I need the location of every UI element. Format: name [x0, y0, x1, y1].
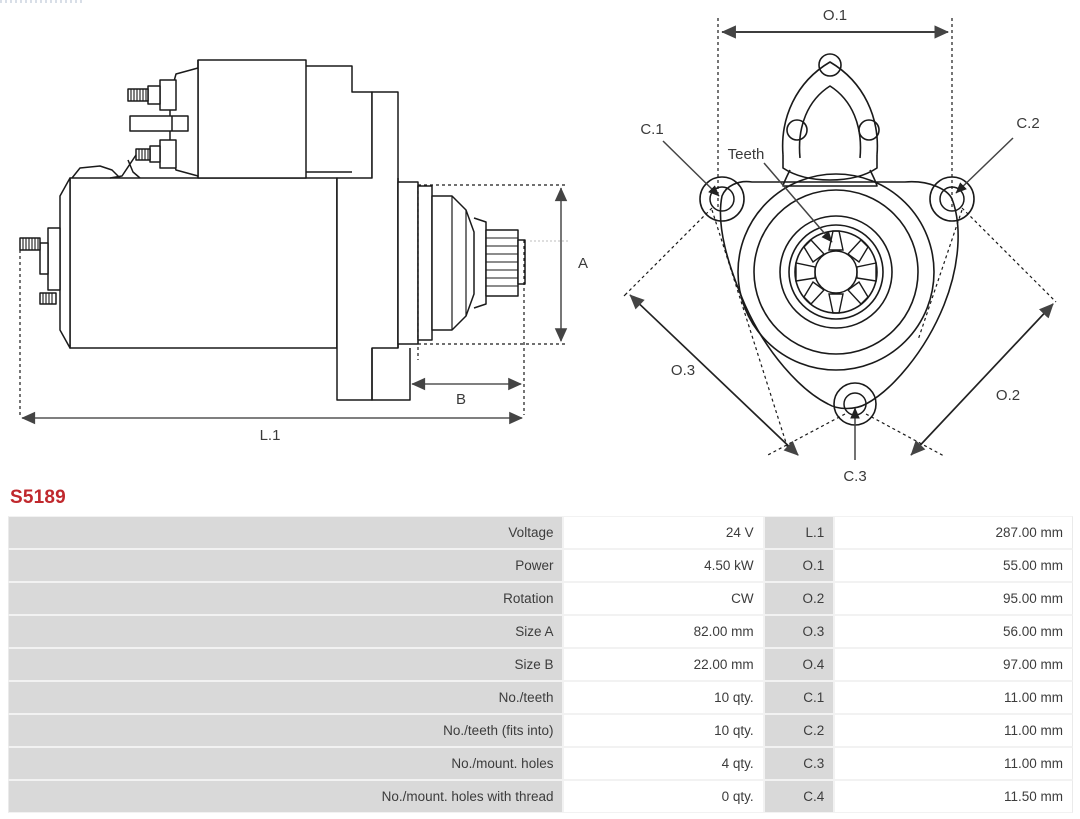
dimension-code-cell: C.2 — [763, 714, 835, 747]
front-view-group — [699, 53, 975, 426]
spec-label-cell: No./teeth (fits into) — [8, 714, 564, 747]
dimension-l1-label: L.1 — [260, 427, 281, 444]
spec-value-cell: 82.00 mm — [563, 615, 764, 648]
spec-label-cell: No./mount. holes — [8, 747, 564, 780]
callout-c2: C.2 — [955, 115, 1040, 194]
callout-c3-label: C.3 — [843, 468, 866, 485]
technical-drawings: A B L.1 — [19, 7, 1057, 485]
spec-label-cell: No./teeth — [8, 681, 564, 714]
dimension-o1-label: O.1 — [823, 7, 847, 24]
dimension-value-cell: 11.00 mm — [834, 681, 1073, 714]
dimension-value-cell: 11.00 mm — [834, 714, 1073, 747]
front-view-extension-lines-2 — [711, 209, 963, 450]
callout-c1-label: C.1 — [640, 121, 663, 138]
spec-label-cell: Voltage — [8, 516, 564, 549]
dimension-b: B — [411, 377, 522, 408]
dimension-code-cell: O.1 — [763, 549, 835, 582]
dimension-l1: L.1 — [21, 411, 523, 444]
callout-teeth-label: Teeth — [728, 146, 765, 163]
spec-value-cell: 24 V — [563, 516, 764, 549]
dimension-o3-label: O.3 — [671, 362, 695, 379]
dimension-value-cell: 11.00 mm — [834, 747, 1073, 780]
callout-c2-label: C.2 — [1016, 115, 1039, 132]
dimension-code-cell: C.4 — [763, 780, 835, 813]
dimension-o3: O.3 — [629, 294, 799, 456]
dimension-code-cell: C.1 — [763, 681, 835, 714]
dimension-code-cell: L.1 — [763, 516, 835, 549]
corner-artifact — [0, 0, 84, 3]
dimension-code-cell: O.2 — [763, 582, 835, 615]
dimension-a-label: A — [578, 255, 588, 272]
spec-value-cell: 10 qty. — [563, 681, 764, 714]
spec-value-cell: CW — [563, 582, 764, 615]
page-title: S5189 — [10, 487, 66, 508]
dimension-o2: O.2 — [910, 303, 1054, 456]
callout-c1: C.1 — [640, 121, 720, 197]
dimension-value-cell: 97.00 mm — [834, 648, 1073, 681]
pinion-teeth — [795, 230, 877, 314]
callout-c3: C.3 — [843, 407, 867, 485]
dimension-code-cell: C.3 — [763, 747, 835, 780]
dimension-value-cell: 55.00 mm — [834, 549, 1073, 582]
side-view-group — [19, 59, 526, 401]
spec-value-cell: 4.50 kW — [563, 549, 764, 582]
dimension-value-cell: 95.00 mm — [834, 582, 1073, 615]
dimension-value-cell: 56.00 mm — [834, 615, 1073, 648]
spec-label-cell: Size A — [8, 615, 564, 648]
spec-label-cell: Power — [8, 549, 564, 582]
spec-value-cell: 4 qty. — [563, 747, 764, 780]
dimension-o1: O.1 — [721, 7, 950, 39]
callout-teeth: Teeth — [728, 146, 833, 243]
spec-label-cell: Rotation — [8, 582, 564, 615]
dimension-code-cell: O.4 — [763, 648, 835, 681]
spec-value-cell: 10 qty. — [563, 714, 764, 747]
spec-label-cell: Size B — [8, 648, 564, 681]
dimension-value-cell: 287.00 mm — [834, 516, 1073, 549]
spec-value-cell: 22.00 mm — [563, 648, 764, 681]
dimension-a: A — [554, 187, 588, 342]
dimension-value-cell: 11.50 mm — [834, 780, 1073, 813]
dimension-o2-label: O.2 — [996, 387, 1020, 404]
spec-label-cell: No./mount. holes with thread — [8, 780, 564, 813]
dimension-code-cell: O.3 — [763, 615, 835, 648]
spec-value-cell: 0 qty. — [563, 780, 764, 813]
side-view-dimension-lines — [19, 184, 566, 415]
dimension-b-label: B — [456, 391, 466, 408]
